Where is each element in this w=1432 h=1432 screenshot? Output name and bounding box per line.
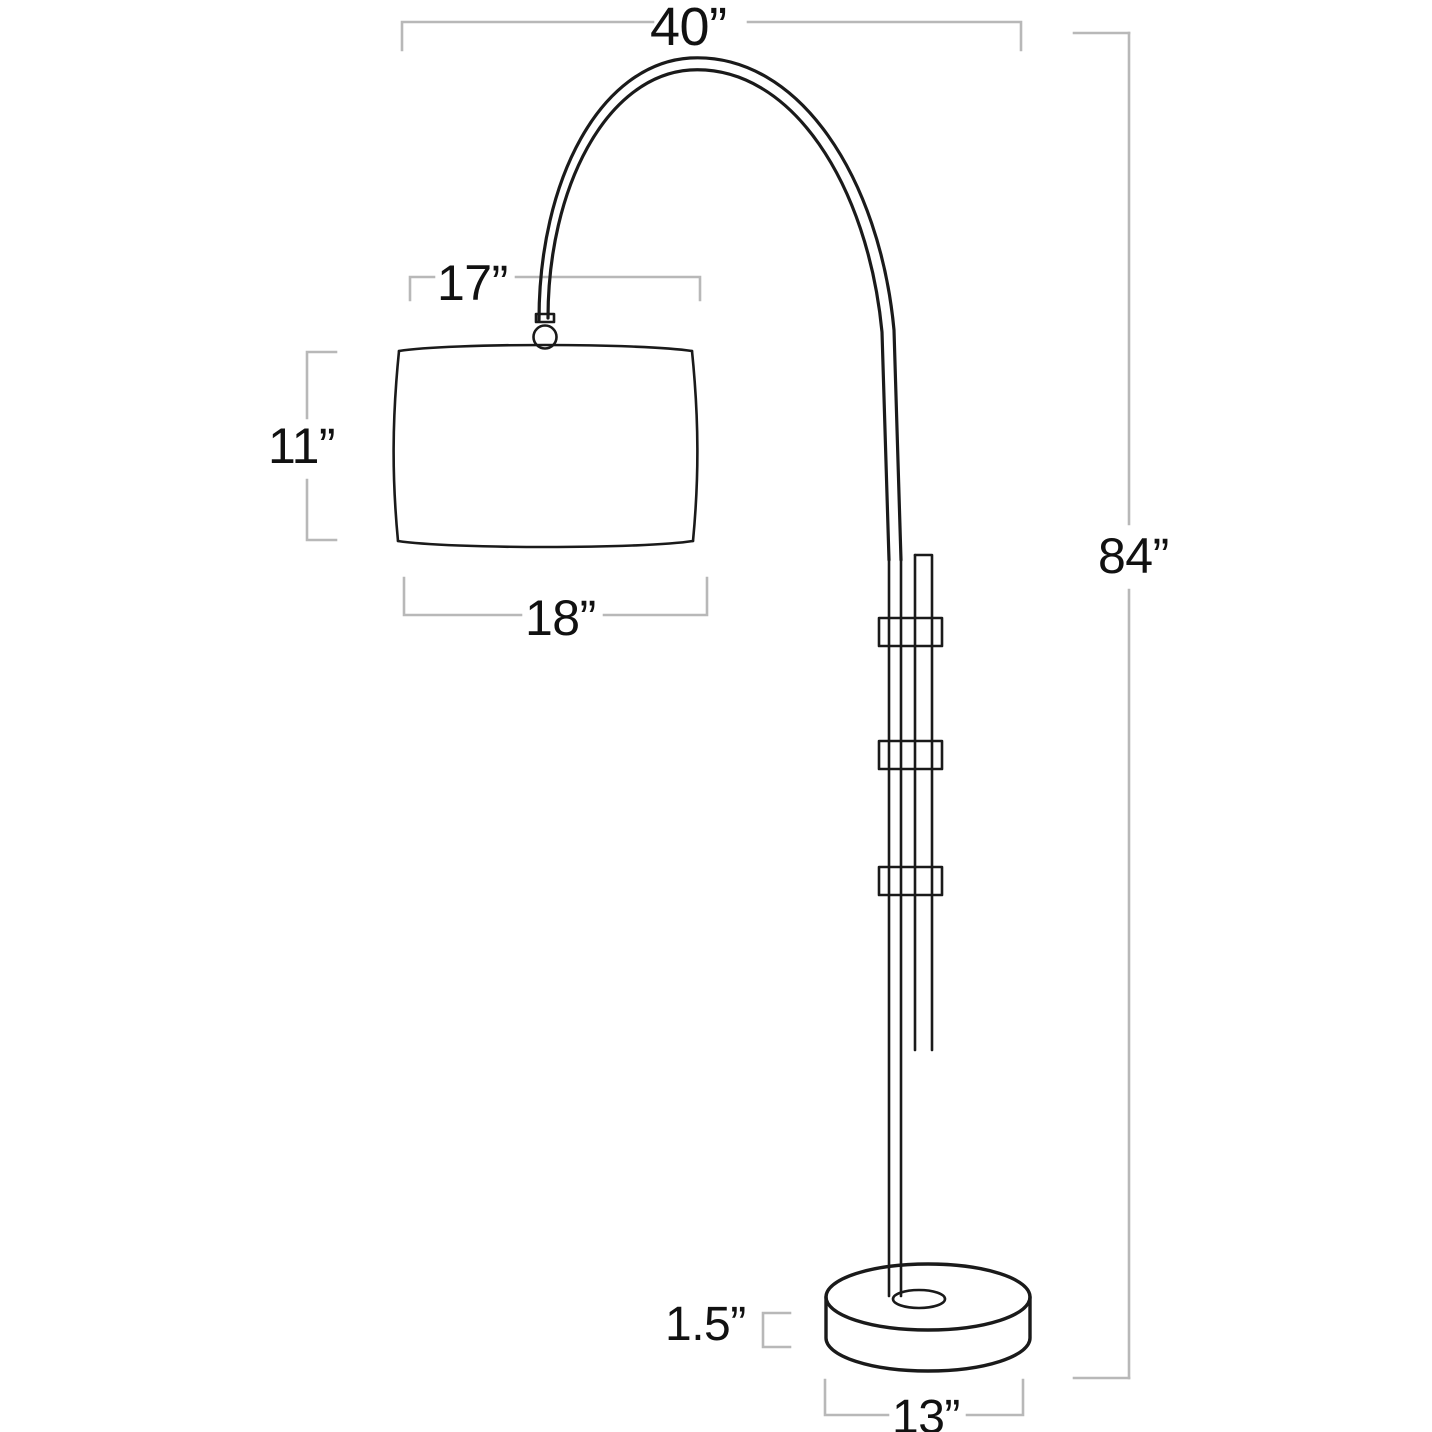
base-top-ellipse [824, 1262, 1032, 1332]
dim-40-right [746, 20, 1023, 52]
adjuster-rod-right [913, 553, 934, 1052]
dim-18-right [602, 576, 709, 617]
lamp-illustration [392, 56, 1032, 1373]
collar-middle [877, 739, 944, 771]
finial-collar [534, 312, 556, 324]
shade-top-edge [397, 343, 694, 353]
shade-right-edge [690, 349, 699, 543]
dimension-label-shade-diameter: 18” [525, 590, 596, 646]
collar-lower [877, 865, 944, 897]
arc-arm-outer [537, 56, 903, 562]
dimension-label-base-thickness: 1.5” [665, 1298, 746, 1351]
shade-bottom-edge [396, 539, 695, 549]
dim-18-left [402, 576, 523, 617]
dimension-label-shade-offset: 17” [437, 255, 508, 311]
dim-40-left [400, 20, 655, 52]
dim-11-top [305, 350, 338, 420]
dimension-label-shade-height: 11” [268, 418, 336, 474]
base-pole-ring [891, 1288, 947, 1310]
collar-upper [877, 616, 944, 648]
dim-13-left [823, 1378, 890, 1417]
dimension-lines [305, 20, 1131, 1417]
arc-arm-inner [546, 68, 891, 562]
dim-13-right [965, 1378, 1025, 1417]
base-side-wall [824, 1295, 1032, 1373]
dimension-label-base-diameter: 13” [892, 1391, 960, 1432]
dim-11-bottom [305, 478, 338, 542]
dim-17-right [514, 275, 702, 302]
finial-ball-icon [532, 324, 558, 350]
dimension-label-overall-width: 40” [650, 0, 727, 57]
dimension-label-overall-height: 84” [1098, 528, 1169, 584]
shade-left-edge [392, 349, 401, 543]
dim-17-left [408, 275, 436, 302]
dim-15-bracket [761, 1311, 792, 1349]
